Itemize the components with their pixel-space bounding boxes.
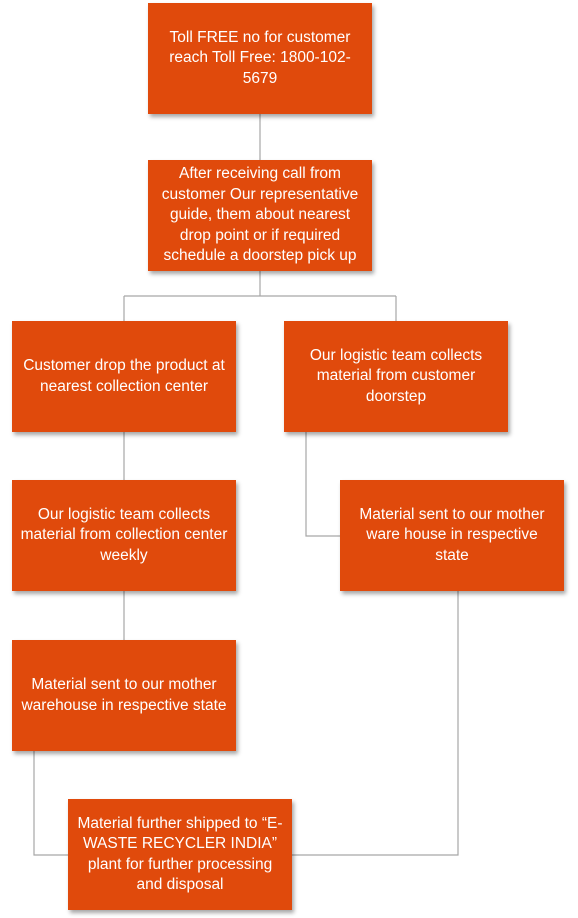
node-mother-warehouse-right: Material sent to our mother ware house i… [340, 480, 564, 591]
node-customer-drop-text: Customer drop the product at nearest col… [23, 357, 225, 395]
connector-warehouse-right-to-recycler [292, 591, 459, 856]
node-representative-guide-text: After receiving call from customer Our r… [161, 165, 359, 265]
connector-guide-to-branches [123, 271, 397, 321]
node-toll-free-text: Toll FREE no for customer reach Toll Fre… [169, 28, 351, 87]
node-logistic-doorstep-text: Our logistic team collects material from… [309, 346, 483, 405]
node-logistic-weekly-text: Our logistic team collects material from… [20, 505, 228, 564]
connector-doorstep-to-warehouse-right [305, 432, 340, 537]
node-mother-warehouse-left: Material sent to our mother warehouse in… [12, 640, 236, 751]
node-mother-warehouse-right-text: Material sent to our mother ware house i… [359, 505, 545, 564]
node-shipped-recycler-text: Material further shipped to “E-WASTE REC… [77, 814, 283, 894]
node-mother-warehouse-left-text: Material sent to our mother warehouse in… [21, 676, 227, 714]
node-representative-guide: After receiving call from customer Our r… [148, 160, 372, 271]
connector-warehouse-left-to-recycler [33, 751, 68, 856]
node-customer-drop: Customer drop the product at nearest col… [12, 321, 236, 432]
node-logistic-weekly: Our logistic team collects material from… [12, 480, 236, 591]
node-toll-free: Toll FREE no for customer reach Toll Fre… [148, 3, 372, 114]
node-shipped-recycler: Material further shipped to “E-WASTE REC… [68, 799, 292, 910]
node-logistic-doorstep: Our logistic team collects material from… [284, 321, 508, 432]
